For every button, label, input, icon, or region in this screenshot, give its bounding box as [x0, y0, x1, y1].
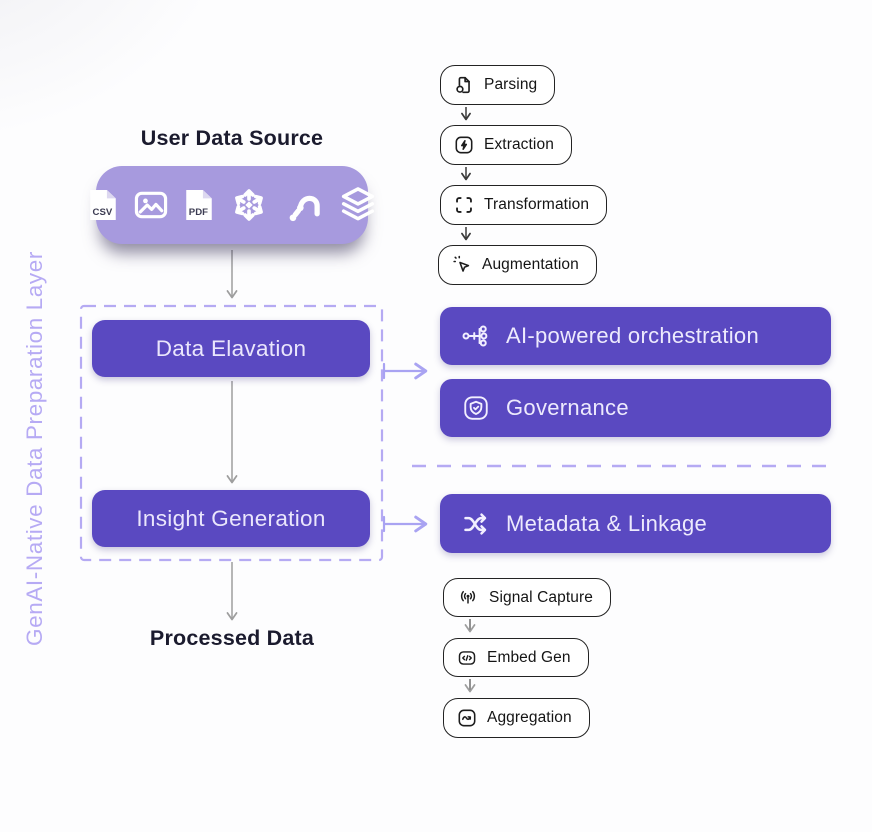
chip-label: Transformation: [484, 196, 590, 213]
chip-label: Augmentation: [482, 256, 579, 273]
chip-aggregation: Aggregation: [443, 698, 590, 738]
workflow-branch-icon: [461, 321, 491, 351]
chip-label: Aggregation: [487, 709, 572, 726]
chip-label: Signal Capture: [489, 588, 593, 606]
stage-label: Data Elavation: [155, 335, 307, 361]
hook-connector-icon: [281, 184, 327, 226]
capability-label: Governance: [506, 395, 629, 420]
user-data-source-title: User Data Source: [140, 126, 324, 150]
capability-orchestration: AI-powered orchestration: [440, 307, 831, 365]
layers-stack-icon: [337, 184, 379, 226]
arrow-stage1-to-capabilities: [382, 364, 425, 378]
arrow-stage2-to-metadata: [382, 517, 425, 531]
stage-label: Insight Generation: [136, 505, 326, 531]
capability-metadata-linkage: Metadata & Linkage: [440, 494, 831, 553]
chip-augmentation: Augmentation: [438, 245, 597, 285]
pdf-label: PDF: [189, 207, 208, 218]
pdf-file-icon: PDF: [181, 185, 217, 225]
chip-label: Extraction: [484, 136, 554, 153]
capability-label: AI-powered orchestration: [506, 323, 759, 348]
capability-label: Metadata & Linkage: [506, 510, 708, 536]
processed-data-title: Processed Data: [149, 626, 315, 650]
csv-file-icon: CSV: [85, 185, 121, 225]
csv-label: CSV: [93, 207, 113, 218]
magic-cursor-icon: [451, 254, 473, 276]
chip-label: Embed Gen: [487, 648, 571, 666]
stage-data-elevation: Data Elavation: [92, 320, 370, 377]
chip-signal-capture: Signal Capture: [443, 578, 611, 617]
chip-embed-gen: Embed Gen: [443, 638, 589, 677]
layer-label: GenAI-Native Data Preparation Layer: [22, 251, 47, 646]
stage-insight-generation: Insight Generation: [92, 490, 370, 547]
chip-extraction: Extraction: [440, 125, 572, 165]
lightning-icon: [453, 134, 475, 156]
code-icon: [456, 647, 478, 669]
chip-parsing: Parsing: [440, 65, 556, 105]
image-icon: [131, 186, 171, 224]
capability-governance: Governance: [440, 379, 831, 437]
snowflake-icon: [227, 183, 271, 227]
broadcast-icon: [456, 587, 480, 609]
wave-icon: [456, 707, 478, 729]
user-data-source-box: CSV PDF: [90, 166, 375, 244]
frame-corners-icon: [453, 194, 475, 216]
shuffle-icon: [461, 509, 491, 539]
document-scan-icon: [453, 74, 475, 96]
chip-transformation: Transformation: [440, 185, 608, 225]
chip-label: Parsing: [484, 76, 538, 93]
shield-badge-icon: [461, 393, 491, 423]
